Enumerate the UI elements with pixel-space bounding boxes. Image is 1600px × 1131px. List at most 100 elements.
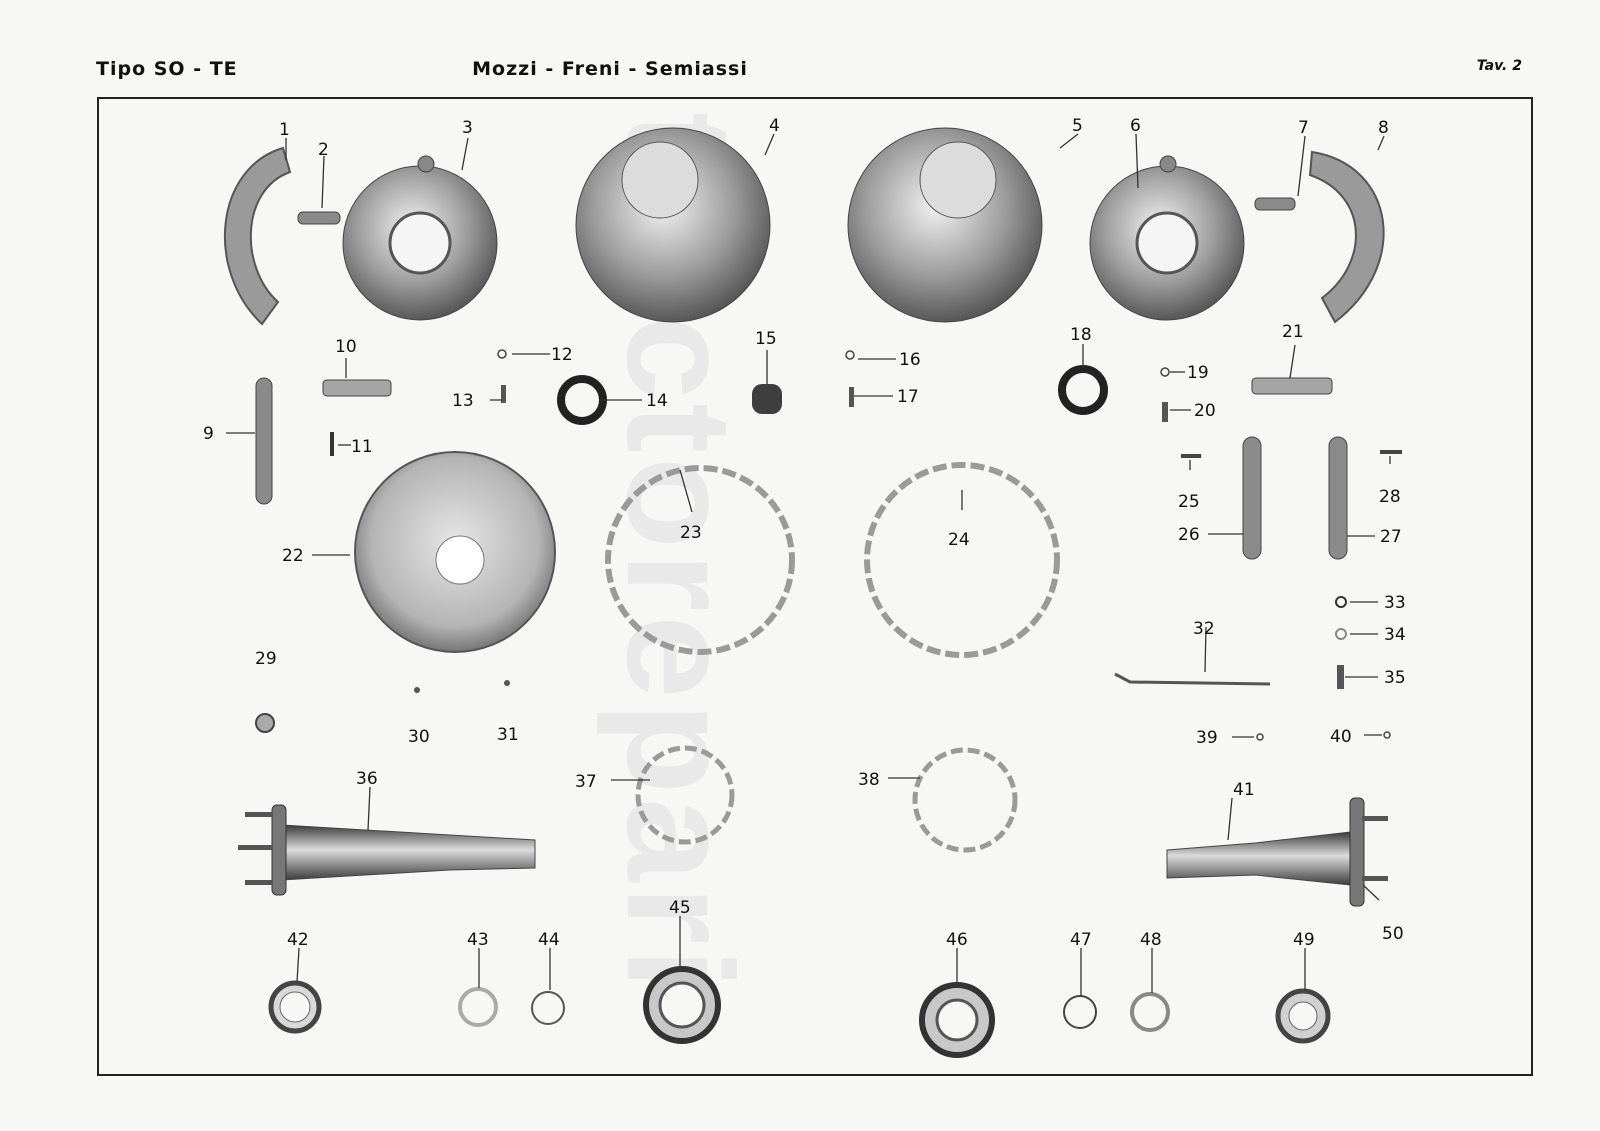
part-number-14: 14 [646, 391, 668, 411]
part-number-15: 15 [755, 329, 777, 349]
small-part-40 [1383, 731, 1391, 739]
diagram-frame [97, 97, 1533, 1076]
part-number-17: 17 [897, 387, 919, 407]
axle-shaft-left [281, 824, 536, 881]
axle-flange-left [271, 804, 287, 896]
part-number-27: 27 [1380, 527, 1402, 547]
part-number-28: 28 [1379, 487, 1401, 507]
brake-drum-bore [435, 535, 485, 585]
axle-shaft-right [1166, 831, 1351, 886]
bearing-42-bore [279, 991, 311, 1023]
part-number-13: 13 [452, 391, 474, 411]
cam-shaft-right [1251, 377, 1333, 395]
brake-plate-left-pin [417, 155, 435, 173]
part-number-45: 45 [669, 898, 691, 918]
bushing-15 [752, 384, 782, 414]
part-number-18: 18 [1070, 325, 1092, 345]
pin-28 [1380, 450, 1402, 454]
screw-17 [849, 387, 854, 407]
screw-13 [501, 385, 506, 403]
part-number-10: 10 [335, 337, 357, 357]
gasket-38 [912, 747, 1018, 853]
header-title: Mozzi - Freni - Semiassi [472, 58, 748, 80]
part-number-16: 16 [899, 350, 921, 370]
part-number-44: 44 [538, 930, 560, 950]
header-model: Tipo SO - TE [96, 58, 238, 80]
part-number-49: 49 [1293, 930, 1315, 950]
seal-ring-18 [1058, 365, 1108, 415]
wheel-stud-left-b [238, 845, 272, 850]
part-number-8: 8 [1378, 118, 1389, 138]
ring-44 [531, 991, 565, 1025]
part-number-9: 9 [203, 424, 214, 444]
part-number-32: 32 [1193, 619, 1215, 639]
part-number-48: 48 [1140, 930, 1162, 950]
wheel-stud-right-b [1362, 876, 1388, 881]
ring-43 [458, 987, 498, 1027]
screw-20 [1162, 402, 1168, 422]
brake-plate-right-pin [1159, 155, 1177, 173]
wheel-stud-left-c [245, 880, 273, 885]
small-part-31 [504, 680, 510, 686]
nut-29 [255, 713, 275, 733]
part-number-34: 34 [1384, 625, 1406, 645]
rod-32 [1114, 672, 1271, 686]
brake-plate-left-hub [388, 211, 452, 275]
part-number-22: 22 [282, 546, 304, 566]
cam-lever-26 [1242, 436, 1262, 560]
part-number-50: 50 [1382, 924, 1404, 944]
washer-34 [1335, 628, 1347, 640]
part-number-37: 37 [575, 772, 597, 792]
part-number-20: 20 [1194, 401, 1216, 421]
part-number-33: 33 [1384, 593, 1406, 613]
brake-shoe-right [1308, 150, 1385, 324]
part-number-30: 30 [408, 727, 430, 747]
header-plate-number: Tav. 2 [1476, 58, 1522, 74]
part-number-47: 47 [1070, 930, 1092, 950]
bolt-35 [1337, 665, 1344, 689]
hub-disc-right-center [919, 141, 997, 219]
part-number-11: 11 [351, 437, 373, 457]
part-number-35: 35 [1384, 668, 1406, 688]
cam-lever-left [255, 377, 273, 505]
part-number-labels: 1 2 3 4 5 6 7 8 9 10 11 12 13 14 15 16 1… [203, 116, 1406, 950]
brake-plate-right-hub [1135, 211, 1199, 275]
part-number-3: 3 [462, 118, 473, 138]
cam-shaft-left [322, 379, 392, 397]
part-number-29: 29 [255, 649, 277, 669]
spring-right [1254, 197, 1296, 211]
part-number-4: 4 [769, 116, 780, 136]
bearing-49-bore [1288, 1001, 1318, 1031]
part-number-7: 7 [1298, 118, 1309, 138]
brake-shoe-left [223, 146, 292, 326]
part-number-2: 2 [318, 140, 329, 160]
wheel-stud-left-a [245, 812, 273, 817]
part-number-41: 41 [1233, 780, 1255, 800]
ring-48 [1130, 992, 1170, 1032]
washer-12 [497, 349, 507, 359]
bearing-45-bore [658, 981, 706, 1029]
part-number-5: 5 [1072, 116, 1083, 136]
washer-16 [845, 350, 855, 360]
part-number-19: 19 [1187, 363, 1209, 383]
part-number-23: 23 [680, 523, 702, 543]
part-number-6: 6 [1130, 116, 1141, 136]
wheel-stud-right-a [1362, 816, 1388, 821]
part-number-36: 36 [356, 769, 378, 789]
part-number-24: 24 [948, 530, 970, 550]
hub-disc-left-center [621, 141, 699, 219]
bearing-46-bore [935, 998, 979, 1042]
part-number-40: 40 [1330, 727, 1352, 747]
cam-lever-27 [1328, 436, 1348, 560]
part-number-42: 42 [287, 930, 309, 950]
part-number-1: 1 [279, 120, 290, 140]
gasket-37 [635, 745, 735, 845]
part-number-43: 43 [467, 930, 489, 950]
pin-25 [1181, 454, 1201, 458]
washer-33 [1335, 596, 1347, 608]
small-part-30 [414, 687, 420, 693]
gasket-23 [605, 465, 795, 655]
ring-47 [1063, 995, 1097, 1029]
axle-flange-right [1349, 797, 1365, 907]
